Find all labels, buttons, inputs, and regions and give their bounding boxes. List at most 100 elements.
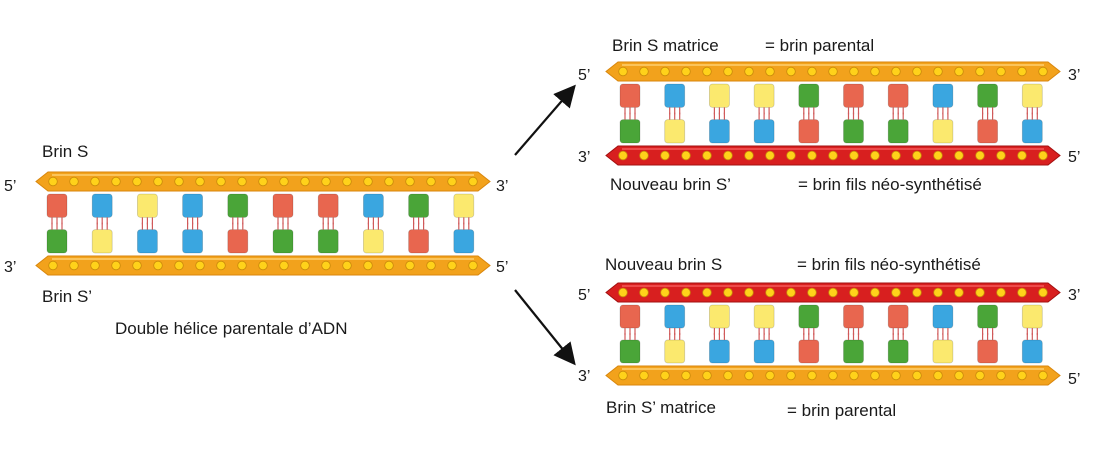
d2-top-left-end-label: 5’ — [578, 287, 590, 304]
d1-bottom-right-end-label: 5’ — [1068, 149, 1080, 166]
daughter-2-bottom-base-green — [619, 339, 641, 364]
parental-bottom-phosphate-dot — [405, 260, 415, 271]
parental-top-base-green — [408, 193, 430, 218]
daughter-2-bottom-phosphate-dot — [744, 370, 754, 381]
d2-bottom-label-part1: Brin S’ matrice — [606, 398, 716, 417]
daughter-1-top-phosphate-dot — [639, 66, 649, 77]
daughter-1-top-phosphate-dot — [933, 66, 943, 77]
parental-top-phosphate-dot — [216, 176, 226, 187]
parental-caption: Double hélice parentale d’ADN — [115, 319, 347, 338]
daughter-2-top-phosphate-dot — [912, 287, 922, 298]
daughter-2-top-base-green — [798, 304, 820, 329]
daughter-1-top-phosphate-dot — [807, 66, 817, 77]
parental-top-phosphate-dot — [342, 176, 352, 187]
daughter-2-top-phosphate-dot — [954, 287, 964, 298]
parental-top-phosphate-dot — [468, 176, 478, 187]
daughter-2-top-phosphate-dot — [996, 287, 1006, 298]
d2-bottom-left-end-label: 3’ — [578, 368, 590, 385]
daughter-1-top-base-blue — [664, 83, 686, 108]
daughter-1-bottom-base-red — [798, 119, 820, 144]
daughter-2-top-base-yellow — [1021, 304, 1043, 329]
daughter-1-top-phosphate-dot — [828, 66, 838, 77]
parental-top-left-end-label: 5’ — [4, 178, 16, 195]
daughter-1-bottom-phosphate-dot — [765, 150, 775, 161]
daughter-2-top-base-green — [977, 304, 998, 329]
daughter-1-helix-drawing — [605, 61, 1061, 166]
daughter-1-bottom-phosphate-dot — [723, 150, 733, 161]
daughter-1-top-base-red — [887, 83, 909, 108]
parental-top-phosphate-dot — [447, 176, 457, 187]
parental-top-base-blue — [362, 193, 384, 218]
daughter-1-bottom-base-yellow — [932, 119, 954, 144]
daughter-2-top-phosphate-dot — [618, 287, 628, 298]
daughter-2-top-base-yellow — [753, 304, 775, 329]
daughter-1-bottom-phosphate-dot — [681, 150, 691, 161]
parental-bottom-phosphate-dot — [300, 260, 310, 271]
parental-top-right-end-label: 3’ — [496, 178, 508, 195]
daughter-helix-1: Brin S matrice = brin parental Nouveau b… — [578, 36, 1080, 194]
daughter-1-top-phosphate-dot — [912, 66, 922, 77]
daughter-1-bottom-base-yellow — [664, 119, 686, 144]
daughter-1-bottom-phosphate-dot — [618, 150, 628, 161]
parental-top-phosphate-dot — [195, 176, 205, 187]
daughter-1-bottom-phosphate-dot — [660, 150, 670, 161]
daughter-2-bottom-phosphate-dot — [996, 370, 1006, 381]
parental-bottom-base-blue — [136, 229, 158, 254]
daughter-1-bottom-phosphate-dot — [744, 150, 754, 161]
daughter-2-top-phosphate-dot — [681, 287, 691, 298]
d1-top-right-end-label: 3’ — [1068, 67, 1080, 84]
daughter-2-top-base-red — [619, 304, 641, 329]
arrow-to-daughter-2 — [514, 289, 576, 366]
daughter-2-top-phosphate-dot — [870, 287, 880, 298]
daughter-2-bottom-phosphate-dot — [1038, 370, 1048, 381]
daughter-2-bottom-base-blue — [709, 339, 730, 364]
daughter-2-top-phosphate-dot — [639, 287, 649, 298]
arrow-to-daughter-1 — [514, 84, 576, 156]
daughter-1-bottom-phosphate-dot — [870, 150, 880, 161]
daughter-2-bottom-phosphate-dot — [723, 370, 733, 381]
daughter-2-top-phosphate-dot — [849, 287, 859, 298]
parental-helix: Brin S Brin S’ 5’ 3’ 3’ 5’ Double hélice… — [4, 142, 508, 338]
d1-top-left-end-label: 5’ — [578, 67, 590, 84]
daughter-1-bottom-base-green — [843, 119, 864, 144]
daughter-2-bottom-phosphate-dot — [849, 370, 859, 381]
daughter-2-bottom-phosphate-dot — [702, 370, 712, 381]
parental-bottom-phosphate-dot — [384, 260, 394, 271]
daughter-2-top-base-blue — [664, 304, 686, 329]
parental-top-phosphate-dot — [48, 176, 58, 187]
daughter-2-top-phosphate-dot — [891, 287, 901, 298]
parental-bottom-phosphate-dot — [426, 260, 436, 271]
d1-bottom-left-end-label: 3’ — [578, 149, 590, 166]
daughter-2-bottom-base-red — [977, 339, 998, 364]
parental-bottom-phosphate-dot — [447, 260, 457, 271]
daughter-1-bottom-phosphate-dot — [639, 150, 649, 161]
parental-bottom-phosphate-dot — [342, 260, 352, 271]
parental-bottom-strand-label: Brin S’ — [42, 287, 92, 306]
daughter-1-top-base-red — [843, 83, 864, 108]
daughter-2-top-phosphate-dot — [702, 287, 712, 298]
daughter-1-bottom-phosphate-dot — [912, 150, 922, 161]
parental-top-strand-label: Brin S — [42, 142, 88, 161]
daughter-2-bottom-base-blue — [753, 339, 775, 364]
daughter-2-bottom-base-yellow — [664, 339, 686, 364]
daughter-1-bottom-phosphate-dot — [933, 150, 943, 161]
parental-bottom-right-end-label: 5’ — [496, 259, 508, 276]
daughter-2-top-phosphate-dot — [1017, 287, 1027, 298]
daughter-1-top-phosphate-dot — [849, 66, 859, 77]
d1-top-label-part2: = brin parental — [765, 36, 874, 55]
daughter-2-top-phosphate-dot — [723, 287, 733, 298]
parental-bottom-phosphate-dot — [363, 260, 373, 271]
daughter-1-top-base-yellow — [753, 83, 775, 108]
parental-top-base-red — [272, 193, 294, 218]
daughter-2-top-phosphate-dot — [660, 287, 670, 298]
parental-helix-drawing — [35, 171, 491, 276]
daughter-1-bottom-phosphate-dot — [828, 150, 838, 161]
daughter-1-top-phosphate-dot — [975, 66, 985, 77]
daughter-2-bottom-phosphate-dot — [681, 370, 691, 381]
daughter-2-top-phosphate-dot — [807, 287, 817, 298]
parental-bottom-base-yellow — [362, 229, 384, 254]
daughter-2-bottom-phosphate-dot — [660, 370, 670, 381]
daughter-2-top-phosphate-dot — [975, 287, 985, 298]
daughter-2-top-phosphate-dot — [744, 287, 754, 298]
parental-bottom-phosphate-dot — [468, 260, 478, 271]
